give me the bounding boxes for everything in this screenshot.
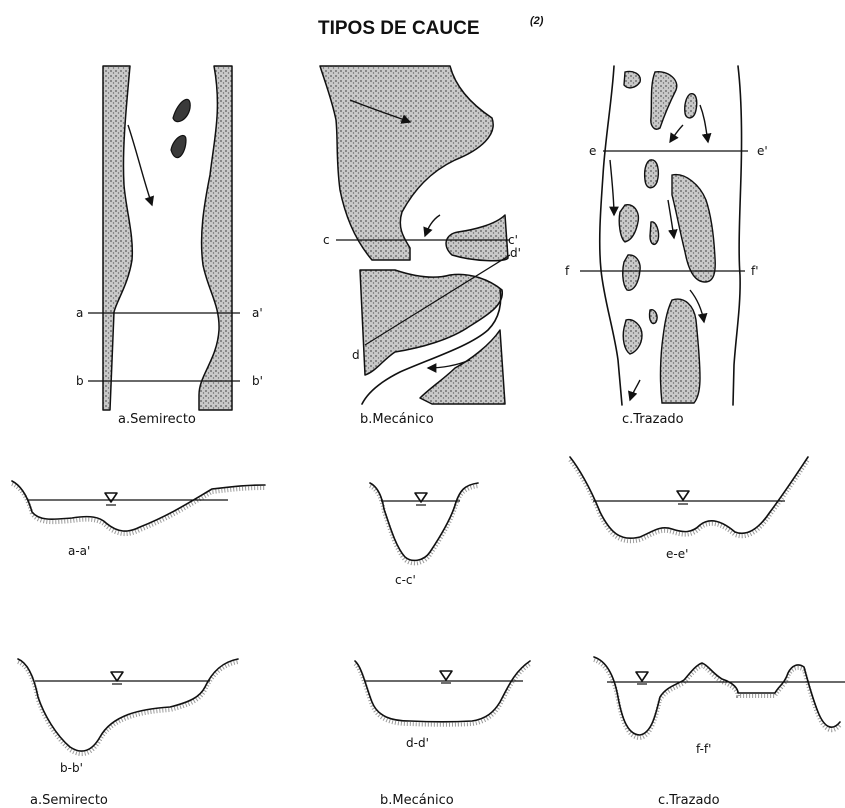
plan-c-label-e: e <box>589 144 596 158</box>
section-f-f-label: f-f' <box>696 742 711 756</box>
plan-view-mecanico <box>320 66 510 404</box>
section-a-a <box>12 481 265 534</box>
page-title: TIPOS DE CAUCE <box>318 18 480 39</box>
plan-a-label-b-prime: b' <box>252 374 263 388</box>
plan-a-label-a: a <box>76 306 83 320</box>
section-e-e <box>570 457 808 541</box>
plan-a-label-a-prime: a' <box>252 306 263 320</box>
section-b-b <box>18 659 238 754</box>
plan-a-label-b: b <box>76 374 84 388</box>
bottom-caption-trazado: c.Trazado <box>658 793 720 808</box>
section-d-d-label: d-d' <box>406 736 429 750</box>
title-reference: (2) <box>530 15 544 27</box>
plan-c-caption: c.Trazado <box>622 412 684 427</box>
plan-a-caption: a.Semirecto <box>118 412 196 427</box>
plan-c-label-f-prime: f' <box>751 264 759 278</box>
section-d-d <box>355 661 530 725</box>
plan-b-label-d: d <box>352 348 360 362</box>
section-e-e-label: e-e' <box>666 547 688 561</box>
section-b-b-label: b-b' <box>60 761 83 775</box>
plan-b-label-c-prime: c' <box>508 233 518 247</box>
section-c-c <box>370 483 478 563</box>
bottom-caption-mecanico: b.Mecánico <box>380 793 454 808</box>
bottom-caption-semirecto: a.Semirecto <box>30 793 108 808</box>
plan-view-trazado <box>580 66 748 405</box>
plan-c-label-f: f <box>565 264 570 278</box>
plan-view-semirecto <box>88 66 240 410</box>
plan-c-label-e-prime: e' <box>757 144 768 158</box>
section-a-a-label: a-a' <box>68 544 90 558</box>
plan-b-label-c: c <box>323 233 330 247</box>
section-c-c-label: c-c' <box>395 573 416 587</box>
section-f-f <box>594 657 845 738</box>
plan-b-caption: b.Mecánico <box>360 412 434 427</box>
plan-b-label-d-prime: d' <box>510 246 521 260</box>
